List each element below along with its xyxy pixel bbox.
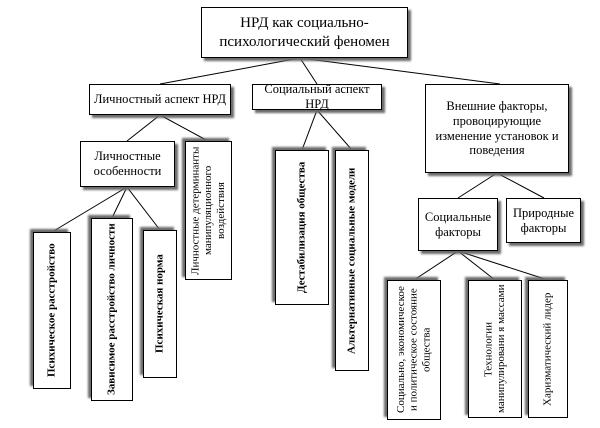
mental-norm-label: Психическая норма	[153, 254, 166, 354]
root-node: НРД как социально-психологический феноме…	[201, 7, 408, 58]
socioeconomic-state-label: Социально, экономическое и политическое …	[395, 286, 433, 414]
alternative-models-node: Альтернативные социальные модели	[335, 150, 369, 371]
personal-aspect-node: Личностный аспект НРД	[89, 84, 231, 115]
connector	[457, 250, 549, 281]
external-factors-node: Внешние факторы, провоцирующие изменение…	[425, 84, 569, 173]
destabilization-node: Дестабилизация общества	[275, 150, 329, 305]
personal-features-label: Личностные особенности	[93, 149, 162, 178]
connector	[126, 186, 161, 231]
personal-aspect-label: Личностный аспект НРД	[94, 92, 227, 107]
manipulation-tech-node: Технологии манипулировани я массами	[468, 280, 522, 418]
connector	[159, 114, 209, 142]
mental-norm-node: Психическая норма	[143, 230, 177, 378]
connector	[413, 250, 459, 281]
personal-determinants-label: Личностные детерминанты манипуляционного…	[189, 146, 227, 275]
natural-factors-label: Природные факторы	[512, 205, 575, 235]
social-aspect-node: Социальный аспект НРД	[252, 82, 382, 111]
personal-determinants-node: Личностные детерминанты манипуляционного…	[185, 141, 232, 280]
manipulation-tech-label: Технологии манипулировани я массами	[482, 284, 507, 414]
destabilization-label: Дестабилизация общества	[295, 161, 308, 294]
connector	[299, 57, 318, 85]
connector	[457, 250, 496, 281]
dependent-disorder-label: Зависимое расстройство личности	[105, 223, 118, 396]
natural-factors-node: Природные факторы	[506, 198, 581, 243]
connector	[457, 172, 498, 199]
mental-disorder-label: Психическое расстройство	[45, 243, 58, 378]
social-factors-node: Социальные факторы	[418, 198, 498, 251]
connector	[126, 114, 161, 142]
alternative-models-label: Альтернативные социальные модели	[345, 167, 358, 354]
connector	[111, 186, 128, 219]
mental-disorder-node: Психическое расстройство	[33, 232, 71, 389]
charismatic-leader-label: Харизматический лидер	[541, 292, 554, 406]
root-title: НРД как социально-психологический феноме…	[219, 14, 390, 50]
connector	[496, 172, 545, 199]
connector	[51, 186, 128, 233]
connector	[299, 57, 501, 85]
connector	[159, 57, 301, 85]
dependent-disorder-node: Зависимое расстройство личности	[91, 218, 133, 401]
social-aspect-label: Социальный аспект НРД	[264, 82, 370, 111]
social-factors-label: Социальные факторы	[424, 209, 492, 239]
external-factors-label: Внешние факторы, провоцирующие изменение…	[435, 99, 559, 158]
connector	[316, 109, 353, 151]
charismatic-leader-node: Харизматический лидер	[528, 280, 568, 418]
socioeconomic-state-node: Социально, экономическое и политическое …	[387, 280, 441, 420]
connector	[301, 109, 318, 151]
personal-features-node: Личностные особенности	[80, 141, 175, 187]
